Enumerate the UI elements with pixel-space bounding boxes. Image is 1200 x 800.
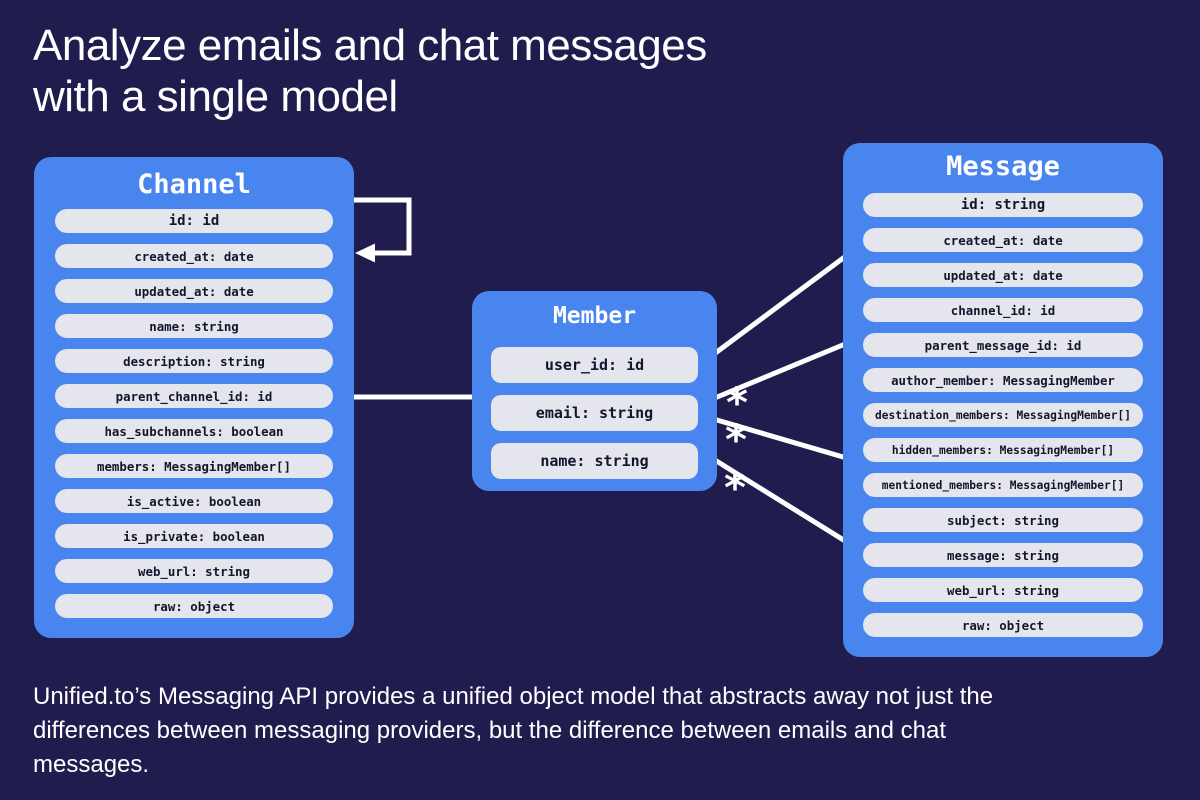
relation-member-message-3 (709, 415, 851, 462)
field-pill: updated_at: date (55, 279, 333, 303)
description-line: messages. (33, 751, 150, 778)
entity-title-channel: Channel (137, 169, 251, 200)
relation-member-message-4 (708, 454, 852, 547)
entity-card-channel: Channel id: id created_at: date updated_… (34, 157, 354, 638)
field-pill: mentioned_members: MessagingMember[] (863, 473, 1143, 497)
field-pill: raw: object (863, 613, 1143, 637)
field-pill: is_active: boolean (55, 489, 333, 513)
field-list-message: id: string created_at: date updated_at: … (863, 193, 1143, 637)
field-pill: updated_at: date (863, 263, 1143, 287)
field-pill: created_at: date (55, 244, 333, 268)
entity-card-member: Member user_id: id email: string name: s… (472, 291, 717, 491)
field-pill: author_member: MessagingMember (863, 368, 1143, 392)
field-pill: channel_id: id (863, 298, 1143, 322)
field-pill: web_url: string (55, 559, 333, 583)
field-pill: user_id: id (491, 347, 698, 383)
field-pill: name: string (491, 443, 698, 479)
field-pill: web_url: string (863, 578, 1143, 602)
entity-card-message: Message id: string created_at: date upda… (843, 143, 1163, 657)
field-list-channel: id: id created_at: date updated_at: date… (55, 209, 333, 618)
entity-title-member: Member (552, 303, 637, 329)
field-pill: parent_channel_id: id (55, 384, 333, 408)
field-pill: name: string (55, 314, 333, 338)
field-pill: email: string (491, 395, 698, 431)
field-pill: has_subchannels: boolean (55, 419, 333, 443)
cardinality-many-symbol-3: * (724, 463, 746, 512)
description-line: Unified.to’s Messaging API provides a un… (33, 683, 994, 710)
field-pill: id: string (863, 193, 1143, 217)
field-list-member: user_id: id email: string name: string (491, 347, 698, 479)
field-pill: subject: string (863, 508, 1143, 532)
field-pill: is_private: boolean (55, 524, 333, 548)
entity-title-message: Message (946, 151, 1060, 182)
arrowhead-icon (355, 243, 375, 263)
field-pill: hidden_members: MessagingMember[] (863, 438, 1143, 462)
cardinality-many-symbol-1: * (726, 378, 748, 427)
field-pill: raw: object (55, 594, 333, 618)
page-title-line-2: with a single model (33, 72, 398, 121)
description-line: differences between messaging providers,… (33, 717, 947, 744)
relation-member-message-2 (709, 339, 851, 403)
field-pill: destination_members: MessagingMember[] (863, 403, 1143, 427)
field-pill: id: id (55, 209, 333, 233)
page-title-line-1: Analyze emails and chat messages (33, 21, 707, 70)
page-title: Analyze emails and chat messages with a … (33, 20, 707, 122)
field-pill: members: MessagingMember[] (55, 454, 333, 478)
description-text: Unified.to’s Messaging API provides a un… (33, 680, 993, 782)
relation-channel-self-loop (348, 197, 412, 256)
field-pill: parent_message_id: id (863, 333, 1143, 357)
field-pill: created_at: date (863, 228, 1143, 252)
field-pill: message: string (863, 543, 1143, 567)
cardinality-many-symbol-2: * (725, 415, 747, 464)
field-pill: description: string (55, 349, 333, 373)
relation-member-message-1 (708, 250, 852, 360)
